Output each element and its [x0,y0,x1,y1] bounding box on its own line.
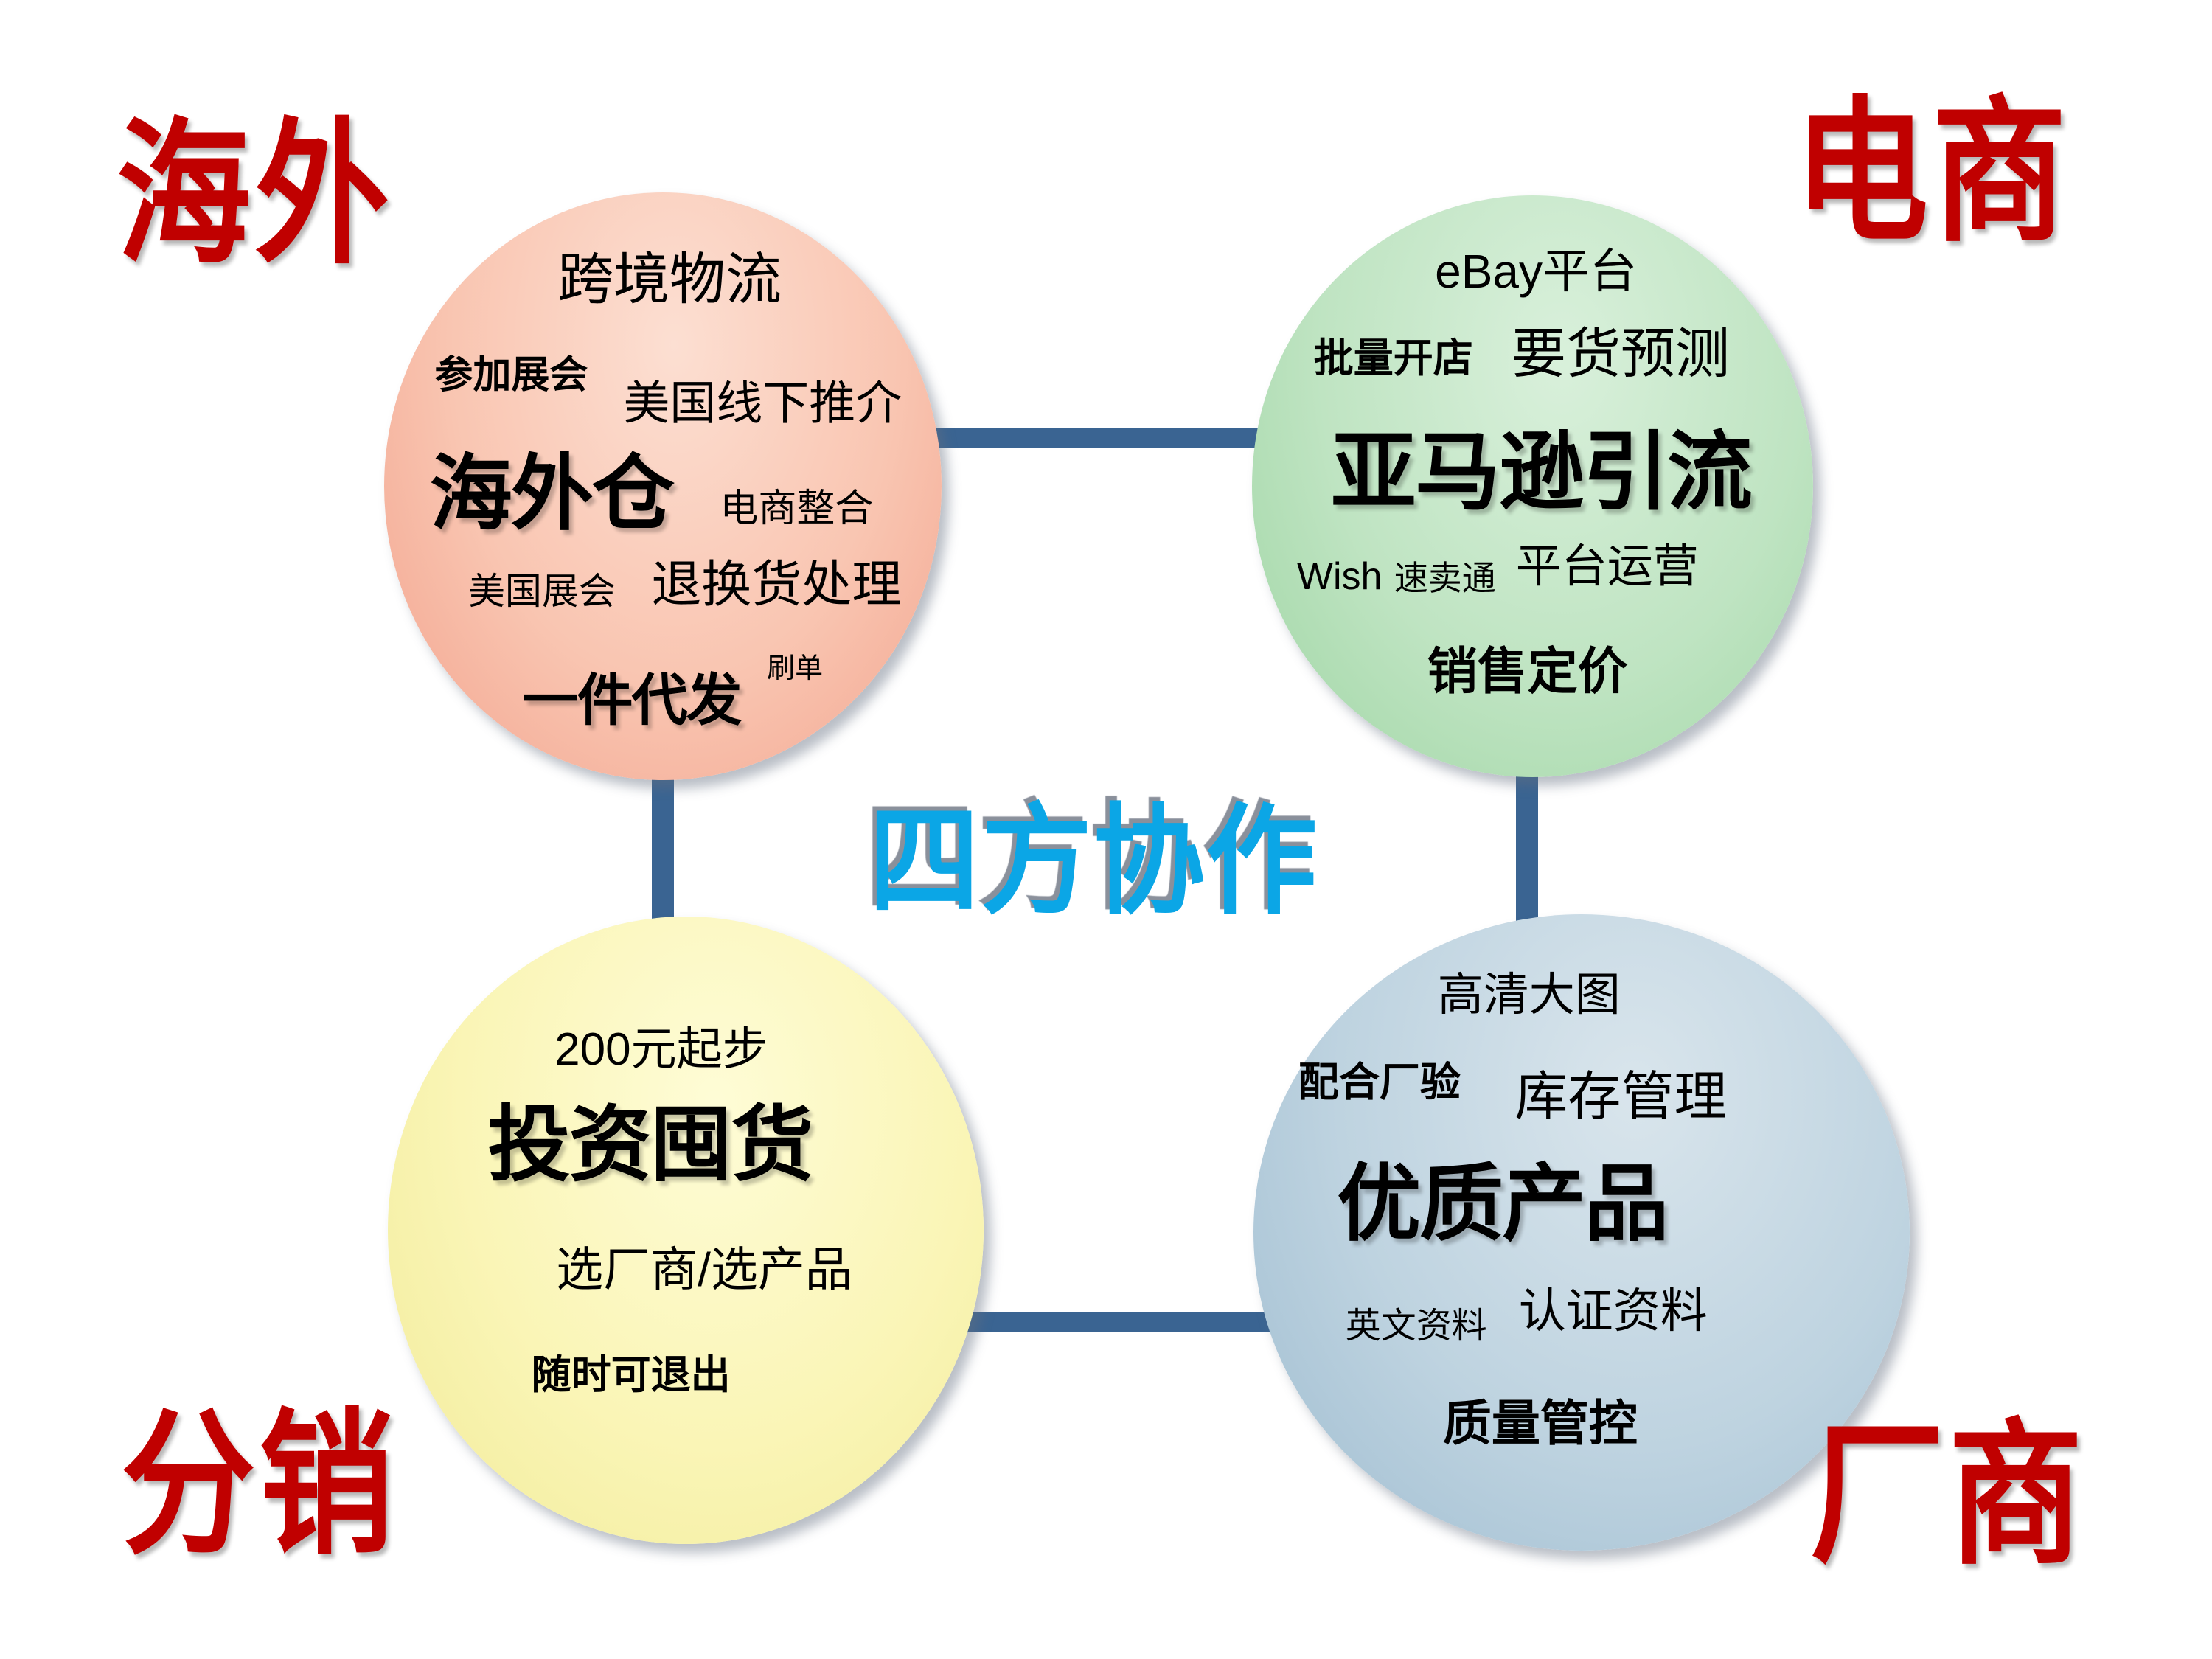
cloud-word: 随时可退出 [531,1353,731,1398]
cloud-word: Wish [1296,554,1382,598]
connector-left [652,752,674,944]
cloud-word: 美国线下推介 [623,378,902,430]
cloud-word: 200元起步 [554,1024,768,1076]
cloud-word: 英文资料 [1345,1307,1487,1346]
cloud-word: 批量开店 [1313,335,1473,380]
cloud-word: 退换货处理 [651,557,902,613]
cloud-word: 参加展会 [434,353,588,397]
cloud-word: 刷单 [767,653,824,685]
cloud-word: 电商整合 [720,487,874,530]
cloud-word: 投资囤货 [487,1098,814,1191]
connector-right [1516,745,1538,945]
cloud-word: eBay平台 [1435,245,1637,299]
cloud-word: 销售定价 [1427,644,1628,700]
cloud-word: 选厂商/选产品 [556,1243,852,1297]
cloud-word: 跨境物流 [557,248,782,311]
cloud-word: 平台运营 [1515,541,1699,593]
cloud-word: 海外仓 [429,447,675,540]
page-title: 四方协作 [869,795,1319,928]
circle-ecommerce: eBay平台 批量开店 要货预测 亚马逊引流 Wish 速卖通 平台运营 销售定… [1252,195,1813,777]
corner-label-overseas: 海外 [116,107,393,282]
cloud-word: 质量管控 [1442,1396,1638,1451]
circle-overseas: 跨境物流 参加展会 美国线下推介 海外仓 电商整合 美国展会 退换货处理 刷单 … [384,192,942,780]
corner-label-manufacturer: 厂商 [1810,1408,2087,1582]
cloud-word: 速卖通 [1394,559,1496,598]
cloud-word: 美国展会 [467,571,616,613]
connector-top [870,428,1312,448]
cloud-word: 亚马逊引流 [1330,423,1753,520]
corner-label-distribution: 分销 [121,1397,397,1572]
cloud-word: 高清大图 [1437,969,1621,1020]
cloud-word: 库存管理 [1514,1067,1728,1127]
cloud-word: 要货预测 [1511,322,1730,384]
cloud-word: 配合厂验 [1298,1059,1461,1105]
cloud-word: 认证资料 [1518,1284,1708,1338]
circle-distribution: 200元起步 投资囤货 选厂商/选产品 随时可退出 [388,917,984,1544]
cloud-word: 优质产品 [1337,1158,1669,1252]
cloud-word: 一件代发 [522,669,742,733]
corner-label-ecommerce: 电商 [1794,85,2070,260]
circle-manufacturer: 高清大图 配合厂验 库存管理 优质产品 英文资料 认证资料 质量管控 [1253,914,1910,1551]
